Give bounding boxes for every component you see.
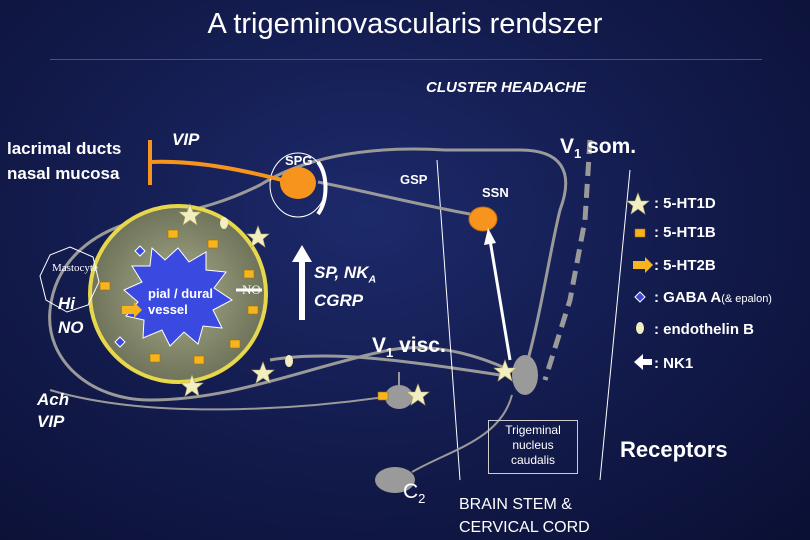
spg-label: SPG — [285, 153, 313, 168]
sp-nka-cgrp-label: SP, NKA CGRP — [314, 263, 377, 311]
oval-icon — [285, 355, 293, 367]
page-title: A trigeminovascularis rendszer — [207, 8, 603, 40]
star-icon — [251, 361, 275, 384]
brainstem-outline-left — [436, 159, 461, 481]
ssn-neuron — [468, 206, 498, 232]
v1-visc-label: V1 visc. — [372, 334, 446, 361]
orange-square-icon — [229, 339, 241, 349]
c2-neuron — [375, 467, 415, 493]
blue-diamond-icon — [634, 291, 646, 303]
ssn-arrowhead — [484, 228, 496, 245]
ach-vip-label: Ach VIP — [37, 390, 70, 431]
title-rule — [50, 59, 762, 60]
legend-5ht2b: : 5-HT2B — [654, 257, 716, 274]
orange-square-icon — [377, 391, 389, 401]
vip-fiber — [149, 159, 283, 182]
c2-fiber — [411, 394, 513, 473]
cluster-headache-label: CLUSTER HEADACHE — [426, 79, 587, 96]
ach-vip-nerve — [49, 389, 399, 411]
receptors-label: Receptors — [620, 437, 728, 462]
star-icon — [180, 374, 204, 397]
legend-gaba-a: : GABA A(& epalon) — [654, 289, 772, 306]
spg-neuron — [280, 167, 316, 199]
v1-som-label: V1 som. — [560, 135, 637, 162]
no-label: NO — [242, 282, 261, 297]
oval-icon — [220, 217, 228, 229]
star-icon — [493, 359, 517, 382]
orange-square-icon — [167, 229, 179, 239]
legend-5ht1d: : 5-HT1D — [654, 195, 716, 212]
star-icon — [178, 203, 202, 226]
orange-square-icon — [247, 305, 259, 315]
orange-square-icon — [634, 228, 646, 238]
mastocyte-cell — [39, 246, 100, 313]
gsp-label: GSP — [400, 172, 428, 187]
gsp-nerve — [317, 180, 471, 216]
orange-square-icon — [207, 239, 219, 249]
orange-arrow-icon — [633, 257, 653, 273]
brainstem-label: BRAIN STEM & CERVICAL CORD — [459, 496, 590, 536]
star-icon — [246, 225, 270, 248]
lacrimal-label: lacrimal ducts nasal mucosa — [7, 139, 122, 183]
visc-neuron — [385, 385, 413, 409]
vip-label: VIP — [172, 130, 200, 149]
legend-endothelin-b: : endothelin B — [654, 321, 754, 338]
white-arrow-icon — [634, 354, 652, 370]
orange-square-icon — [99, 281, 111, 291]
star-icon — [626, 192, 650, 215]
sp-arrowhead — [292, 245, 312, 262]
c2-label: C2 — [403, 480, 426, 507]
vessel-nerve-lower — [269, 354, 501, 377]
orange-square-icon — [149, 353, 161, 363]
brainstem-outline-right — [599, 169, 631, 481]
orange-square-icon — [193, 355, 205, 365]
spg-bracket — [316, 160, 328, 216]
ssn-arrow — [488, 239, 512, 361]
trigeminal-nucleus-label: Trigeminal nucleus caudalis — [488, 420, 578, 474]
legend-5ht1b: : 5-HT1B — [654, 224, 716, 241]
legend-nk1: : NK1 — [654, 355, 694, 372]
oval-icon — [636, 322, 644, 334]
star-icon — [406, 383, 430, 406]
v1-visc-nerve — [48, 147, 521, 402]
blue-diamond-icon — [134, 245, 146, 257]
hi-no-label: Hi NO — [58, 294, 84, 337]
pial-dural-vessel-label: pial / dural vessel — [148, 286, 214, 317]
mastocyte-label: Mastocyte — [52, 262, 98, 274]
v1-dashed-fiber — [542, 139, 593, 381]
ssn-label: SSN — [482, 185, 509, 200]
vessel-lumen — [123, 246, 233, 347]
orange-arrow-icon — [122, 302, 142, 318]
v1-som-fiber — [445, 148, 568, 371]
orange-square-icon — [243, 269, 255, 279]
blue-diamond-icon — [114, 336, 126, 348]
trigeminal-neuron — [512, 355, 538, 395]
